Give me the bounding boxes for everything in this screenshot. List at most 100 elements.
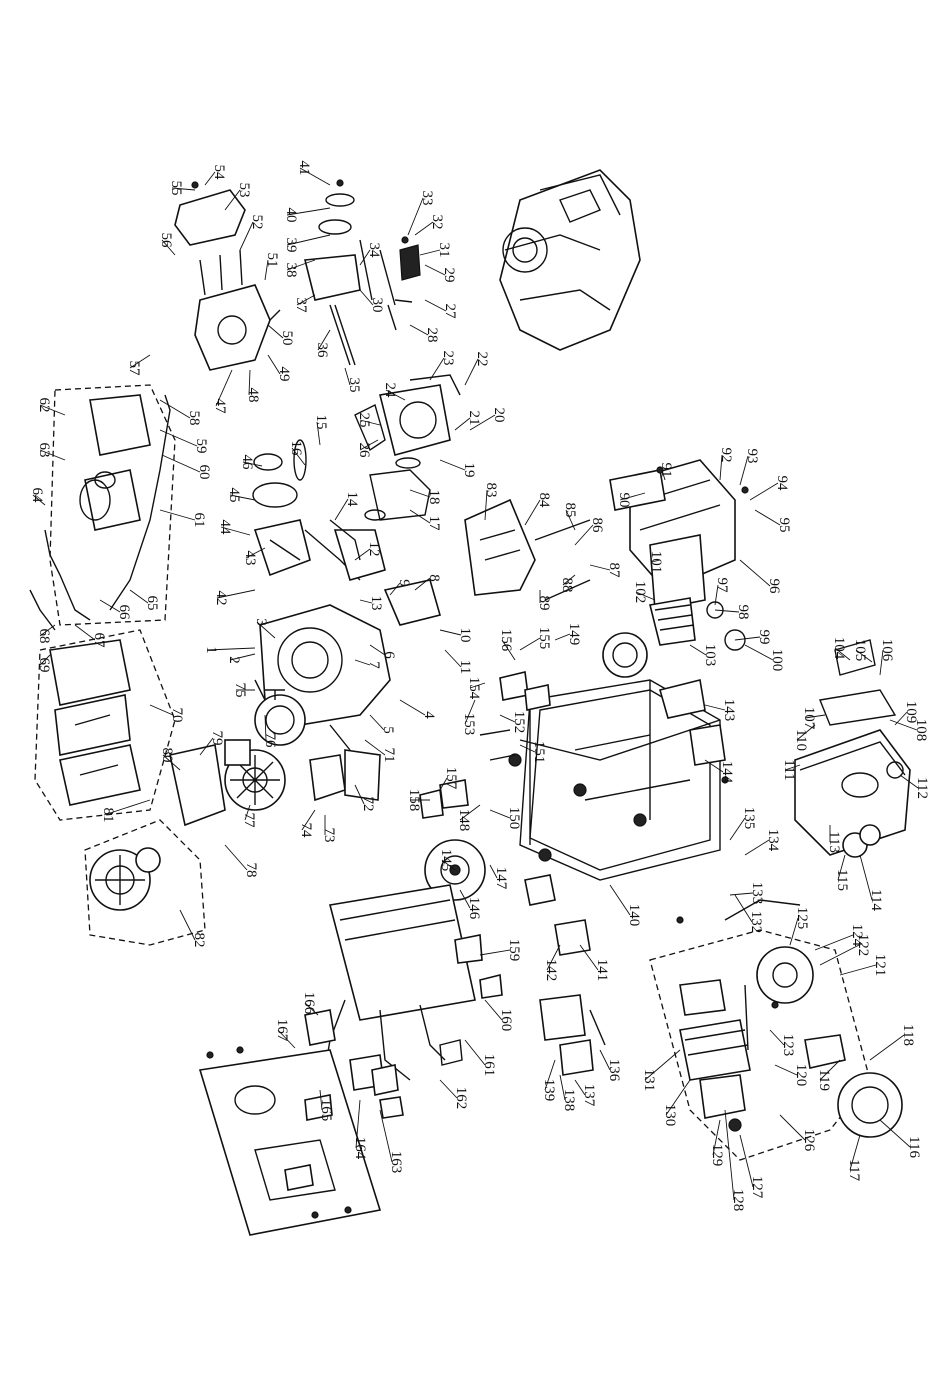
part-number-30: 30 [369, 298, 385, 313]
leader-line-74 [301, 809, 316, 831]
leader-line-17 [409, 509, 431, 524]
leader-line-139 [544, 1059, 556, 1091]
leader-line-72 [354, 784, 365, 805]
leader-line-129 [712, 1119, 721, 1156]
leader-line-10 [439, 629, 462, 636]
part-number-141: 141 [594, 959, 610, 982]
leader-line-44 [220, 526, 251, 536]
part-number-135: 135 [741, 807, 757, 830]
leader-line-83 [484, 489, 488, 521]
leader-line-104 [834, 647, 851, 661]
part-number-37: 37 [293, 298, 309, 314]
part-number-21: 21 [466, 411, 482, 426]
leader-line-98 [714, 609, 740, 613]
part-number-121: 121 [872, 954, 888, 977]
part-number-126: 126 [801, 1129, 817, 1152]
part-number-74: 74 [298, 823, 314, 839]
leader-line-46 [242, 461, 263, 467]
leader-line-135 [729, 817, 746, 841]
leader-line-67 [74, 624, 96, 641]
leader-line-105 [855, 649, 873, 663]
leader-line-149 [554, 633, 571, 641]
leader-line-65 [129, 589, 149, 604]
leader-line-156 [501, 639, 516, 661]
part-number-90: 90 [616, 493, 632, 508]
alternator-group [649, 899, 903, 1161]
part-number-41: 41 [296, 161, 312, 176]
leader-line-88 [562, 574, 576, 586]
part-number-162: 162 [453, 1087, 469, 1110]
parts-drawing [29, 169, 911, 1236]
leader-line-32 [414, 221, 434, 236]
part-number-102: 102 [632, 581, 648, 604]
leader-line-140 [609, 884, 631, 916]
part-number-9: 9 [396, 579, 412, 587]
part-number-98: 98 [735, 605, 751, 620]
part-number-165: 165 [318, 1099, 334, 1122]
leader-line-41 [299, 167, 331, 186]
leader-line-167 [277, 1029, 296, 1049]
part-number-153: 153 [461, 713, 477, 736]
part-number-120: 120 [793, 1064, 809, 1087]
part-number-55: 55 [168, 181, 184, 196]
leader-line-28 [409, 324, 429, 336]
leader-line-151 [519, 744, 536, 753]
leader-line-115 [837, 854, 846, 881]
part-number-97: 97 [714, 578, 730, 594]
part-number-127: 127 [749, 1176, 765, 1199]
part-number-137: 137 [581, 1084, 597, 1107]
part-number-167: 167 [274, 1019, 290, 1042]
part-number-51: 51 [264, 253, 280, 268]
part-number-50: 50 [279, 331, 295, 346]
leader-line-45 [229, 494, 256, 501]
part-number-146: 146 [466, 897, 482, 920]
leader-line-123 [769, 1029, 785, 1046]
leader-line-12 [354, 548, 371, 561]
part-number-14: 14 [344, 492, 360, 508]
part-number-23: 23 [440, 351, 456, 366]
part-number-157: 157 [443, 767, 459, 790]
leader-line-138 [559, 1074, 566, 1101]
part-number-72: 72 [360, 797, 376, 812]
leader-line-18 [409, 489, 431, 498]
leader-line-6 [369, 644, 386, 656]
part-number-40: 40 [283, 208, 299, 223]
leader-line-111 [784, 764, 801, 771]
leader-line-121 [839, 964, 877, 976]
leader-line-99 [734, 636, 761, 641]
leader-line-56 [161, 239, 176, 256]
part-number-25: 25 [356, 413, 372, 428]
leader-line-93 [739, 455, 749, 486]
part-number-45: 45 [226, 488, 242, 503]
part-number-100: 100 [769, 649, 785, 672]
hardware-bits [191, 179, 779, 1219]
leader-line-101 [651, 559, 661, 563]
leader-line-114 [859, 854, 873, 901]
leader-line-116 [879, 1119, 911, 1148]
recoil-starter-group [84, 744, 226, 946]
leader-line-112 [899, 774, 919, 789]
leader-line-159 [479, 949, 511, 956]
leader-line-125 [789, 917, 799, 946]
part-number-66: 66 [116, 605, 132, 621]
part-number-71: 71 [381, 748, 397, 763]
leader-line-119 [819, 1059, 841, 1081]
part-number-145: 145 [438, 849, 454, 872]
part-number-28: 28 [424, 328, 440, 343]
leader-line-19 [439, 459, 466, 471]
leader-line-118 [869, 1034, 905, 1061]
control-panel-group [464, 459, 746, 651]
part-number-82: 82 [191, 933, 207, 948]
part-number-52: 52 [249, 215, 265, 230]
leader-line-50 [267, 324, 284, 339]
part-number-34: 34 [366, 243, 382, 259]
leader-line-87 [589, 564, 611, 571]
part-number-54: 54 [211, 165, 227, 181]
leader-line-108 [889, 719, 918, 731]
part-number-125: 125 [794, 907, 810, 930]
part-number-164: 164 [352, 1137, 368, 1160]
leader-line-80 [162, 754, 181, 771]
part-number-136: 136 [606, 1059, 622, 1082]
leader-line-8 [414, 577, 431, 591]
part-number-166: 166 [301, 992, 317, 1015]
